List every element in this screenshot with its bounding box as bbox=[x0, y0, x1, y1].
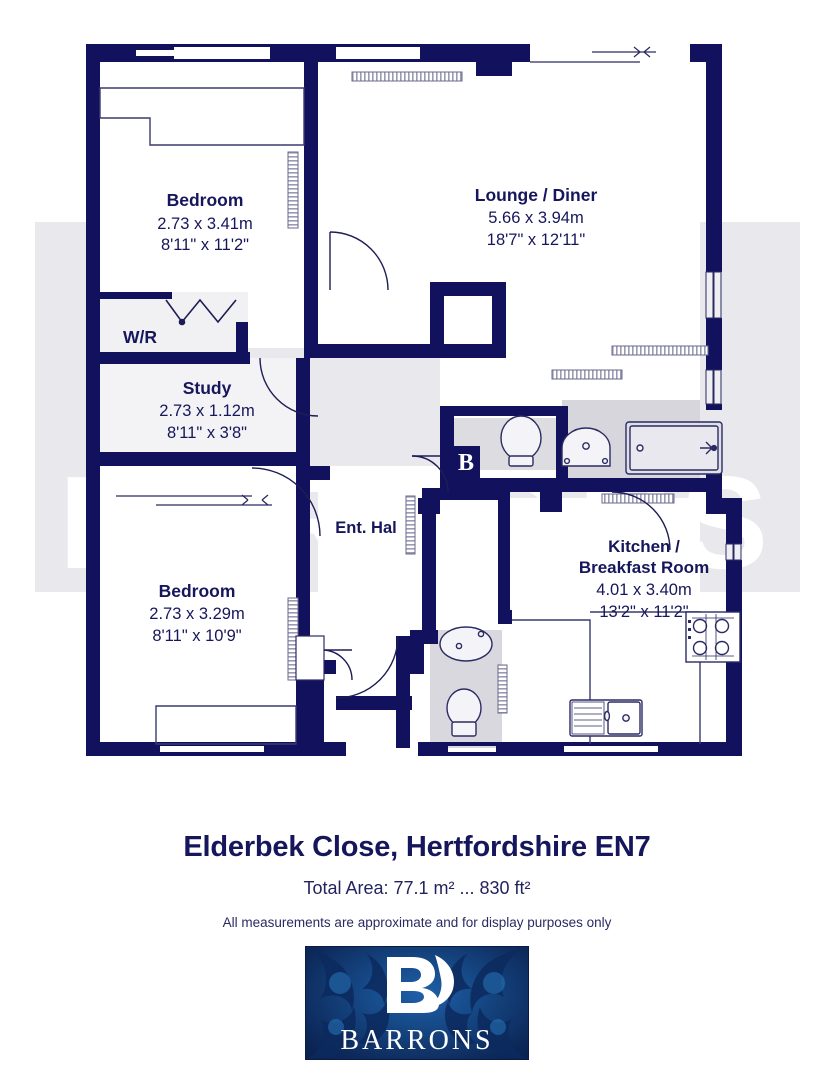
svg-text:2.73 x 1.12m: 2.73 x 1.12m bbox=[159, 402, 254, 420]
boiler-label: B bbox=[458, 450, 474, 476]
logo-wordmark: BARRONS bbox=[340, 1024, 494, 1056]
page-title: Elderbek Close, Hertfordshire EN7 bbox=[183, 831, 651, 863]
svg-text:Lounge / Diner: Lounge / Diner bbox=[475, 185, 598, 205]
room-label-kitchen: Kitchen / Breakfast Room 4.01 x 3.40m 13… bbox=[579, 537, 709, 621]
basin-icon bbox=[561, 427, 611, 467]
disclaimer-text: All measurements are approximate and for… bbox=[222, 914, 612, 930]
hob-icon bbox=[685, 611, 741, 663]
radiator-lounge-right bbox=[611, 345, 709, 356]
windows bbox=[705, 271, 742, 561]
svg-text:Bedroom: Bedroom bbox=[167, 190, 244, 210]
logo-swirl-decoration bbox=[306, 946, 528, 1059]
fixtures bbox=[439, 415, 741, 737]
walls bbox=[86, 44, 742, 756]
room-label-bedroom-2: Bedroom 2.73 x 3.29m 8'11" x 10'9" bbox=[149, 581, 244, 645]
svg-text:W/R: W/R bbox=[123, 327, 157, 347]
svg-text:2.73 x 3.41m: 2.73 x 3.41m bbox=[157, 215, 252, 233]
bath-icon bbox=[625, 421, 723, 475]
total-area-text: Total Area: 77.1 m² ... 830 ft² bbox=[303, 877, 531, 898]
room-label-wr: W/R bbox=[123, 327, 157, 347]
boiler-marker: B bbox=[452, 446, 480, 478]
toilet-icon bbox=[446, 688, 482, 737]
svg-text:13'2" x 11'2": 13'2" x 11'2" bbox=[599, 603, 688, 621]
radiator-bathroom bbox=[497, 664, 508, 714]
radiator-lounge-low bbox=[551, 369, 623, 380]
svg-text:4.01 x 3.40m: 4.01 x 3.40m bbox=[596, 581, 691, 599]
door-swings bbox=[165, 231, 671, 699]
dimension-markers bbox=[116, 46, 656, 506]
sink-icon bbox=[569, 699, 643, 737]
svg-text:Study: Study bbox=[183, 378, 232, 398]
svg-text:5.66 x 3.94m: 5.66 x 3.94m bbox=[488, 209, 583, 227]
svg-text:2.73 x 3.29m: 2.73 x 3.29m bbox=[149, 605, 244, 623]
svg-text:8'11" x 11'2": 8'11" x 11'2" bbox=[161, 236, 249, 254]
radiator-lounge-top bbox=[351, 71, 463, 82]
toilet-icon bbox=[500, 415, 542, 467]
svg-text:8'11" x 10'9": 8'11" x 10'9" bbox=[152, 627, 241, 645]
svg-text:8'11" x 3'8": 8'11" x 3'8" bbox=[167, 424, 247, 442]
floor-plan-drawing: BARRONS bbox=[35, 44, 800, 756]
barrons-logo: BARRONS bbox=[305, 945, 529, 1060]
svg-text:18'7" x 12'11": 18'7" x 12'11" bbox=[487, 231, 586, 249]
room-label-study: Study 2.73 x 1.12m 8'11" x 3'8" bbox=[159, 378, 254, 442]
plan-footer: Elderbek Close, Hertfordshire EN7 Total … bbox=[0, 800, 834, 1080]
logo-monogram bbox=[306, 951, 528, 1022]
svg-text:Breakfast Room: Breakfast Room bbox=[579, 558, 709, 577]
svg-text:Ent. Hal: Ent. Hal bbox=[335, 519, 396, 537]
room-label-ent-hall: Ent. Hal bbox=[335, 519, 396, 537]
floor-plan-canvas: BARRONS bbox=[35, 44, 800, 756]
hall-cupboard bbox=[295, 635, 325, 681]
room-label-lounge-diner: Lounge / Diner 5.66 x 3.94m 18'7" x 12'1… bbox=[475, 185, 598, 249]
room-labels: Bedroom 2.73 x 3.41m 8'11" x 11'2" Loung… bbox=[123, 185, 709, 645]
room-label-bedroom-1: Bedroom 2.73 x 3.41m 8'11" x 11'2" bbox=[157, 190, 252, 254]
radiator-hall bbox=[405, 495, 416, 555]
basin-icon bbox=[439, 626, 493, 662]
radiator-bed1 bbox=[287, 151, 299, 229]
svg-text:Bedroom: Bedroom bbox=[159, 581, 236, 601]
svg-text:Kitchen /: Kitchen / bbox=[608, 537, 680, 556]
